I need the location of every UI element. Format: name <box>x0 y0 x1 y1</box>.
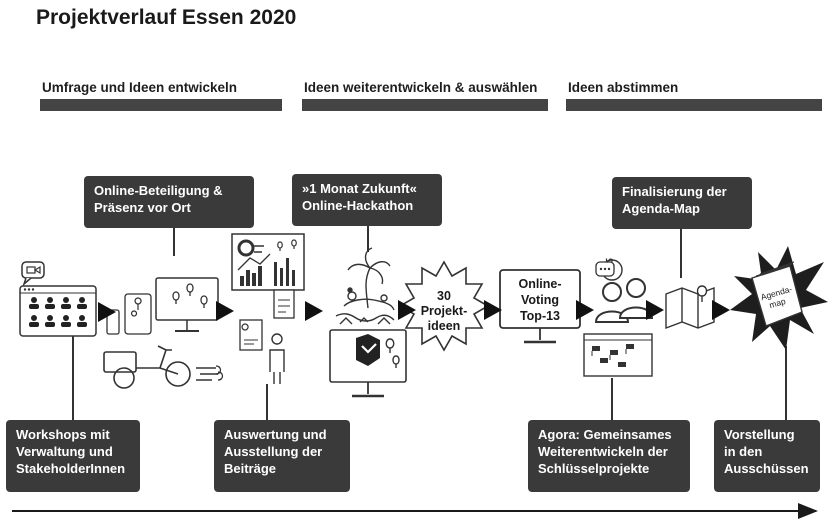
box-workshops: Workshops mit Verwaltung und Stakeholder… <box>6 420 140 492</box>
flow-arrow-4 <box>398 300 416 320</box>
agora-board-icon <box>583 333 653 377</box>
box-agenda-map: Finalisierung der Agenda-Map <box>612 177 752 229</box>
connector-workshops <box>72 334 74 422</box>
island-scene-icon <box>335 247 395 325</box>
dashboard-icon <box>231 233 305 291</box>
flow-arrow-8 <box>712 300 730 320</box>
folded-map-icon <box>665 285 715 330</box>
hackathon-monitor-icon <box>329 329 407 398</box>
flow-arrows <box>98 300 730 322</box>
flow-arrow-3 <box>305 301 323 321</box>
voting-monitor-icon <box>499 269 581 344</box>
phase-label-umfrage: Umfrage und Ideen entwickeln <box>42 80 238 95</box>
people-discussion-icon: !? <box>594 257 654 323</box>
phase-bar-umfrage <box>40 99 282 111</box>
devices-icon <box>106 277 219 335</box>
box-online-beteiligung: Online-Beteiligung & Präsenz vor Ort <box>84 176 254 228</box>
agenda-map-word-2: map <box>768 296 787 310</box>
phase-bar-weiterentwickeln <box>302 99 548 111</box>
connector-auswertung <box>266 384 268 420</box>
flow-arrow-1 <box>98 302 116 322</box>
connector-agenda-map <box>680 228 682 278</box>
agenda-map-book-icon: Agenda- map <box>730 246 828 350</box>
connector-online-beteiligung <box>173 228 175 256</box>
flow-arrow-7 <box>646 300 664 320</box>
box-vorstellung: Vorstellung in den Ausschüssen <box>714 420 820 492</box>
video-conference-icon <box>19 261 97 337</box>
box-agora: Agora: Gemeinsames Weiterentwickeln der … <box>528 420 690 492</box>
connector-vorstellung <box>785 346 787 420</box>
cargo-bike-icon <box>103 345 224 389</box>
exhibition-icon <box>239 289 295 384</box>
connector-agora <box>611 378 613 422</box>
box-hackathon: »1 Monat Zukunft« Online-Hackathon <box>292 174 442 226</box>
flow-arrow-2 <box>216 301 234 321</box>
phase-bar-abstimmen <box>566 99 822 111</box>
phase-label-weiterentwickeln: Ideen weiterentwickeln & auswählen <box>304 80 538 95</box>
box-auswertung: Auswertung und Ausstellung der Beiträge <box>214 420 350 492</box>
voting-label: Online- Voting Top-13 <box>518 277 562 323</box>
projektideen-starburst <box>398 260 490 352</box>
flow-arrow-6 <box>576 300 594 320</box>
phase-label-abstimmen: Ideen abstimmen <box>568 80 679 95</box>
connector-hackathon <box>367 226 369 252</box>
flow-arrow-5 <box>484 300 502 320</box>
projektideen-label: 30 Projekt- ideen <box>420 289 468 333</box>
page-title: Projektverlauf Essen 2020 <box>36 6 297 29</box>
